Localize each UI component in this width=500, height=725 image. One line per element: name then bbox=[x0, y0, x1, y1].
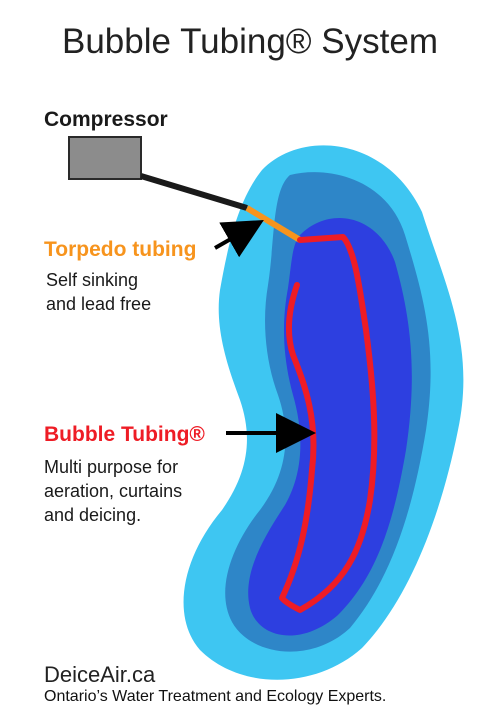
bubble-tubing-description: Multi purpose for aeration, curtains and… bbox=[44, 455, 234, 527]
brand-tagline: Ontario’s Water Treatment and Ecology Ex… bbox=[44, 688, 387, 705]
supply-hose bbox=[140, 173, 248, 211]
bubble-tubing-line bbox=[279, 234, 378, 613]
torpedo-tubing-description: Self sinking and lead free bbox=[46, 268, 216, 316]
torpedo-tubing-label: Torpedo tubing bbox=[44, 238, 197, 261]
bubble-desc-line3: and deicing. bbox=[44, 505, 142, 525]
bubble-desc-line2: aeration, curtains bbox=[44, 481, 183, 501]
compressor-label: Compressor bbox=[44, 108, 168, 131]
brand-name: DeiceAir.ca bbox=[44, 662, 156, 687]
torpedo-desc-line1: Self sinking bbox=[46, 270, 139, 290]
page-title: Bubble Tubing® System bbox=[62, 22, 438, 61]
torpedo-arrow bbox=[214, 220, 264, 258]
bubble-tubing-label: Bubble Tubing® bbox=[44, 423, 205, 446]
compressor-box bbox=[68, 136, 142, 180]
torpedo-desc-line2: and lead free bbox=[46, 294, 152, 314]
torpedo-tubing-line bbox=[245, 205, 302, 243]
bubble-desc-line1: Multi purpose for bbox=[44, 457, 179, 477]
